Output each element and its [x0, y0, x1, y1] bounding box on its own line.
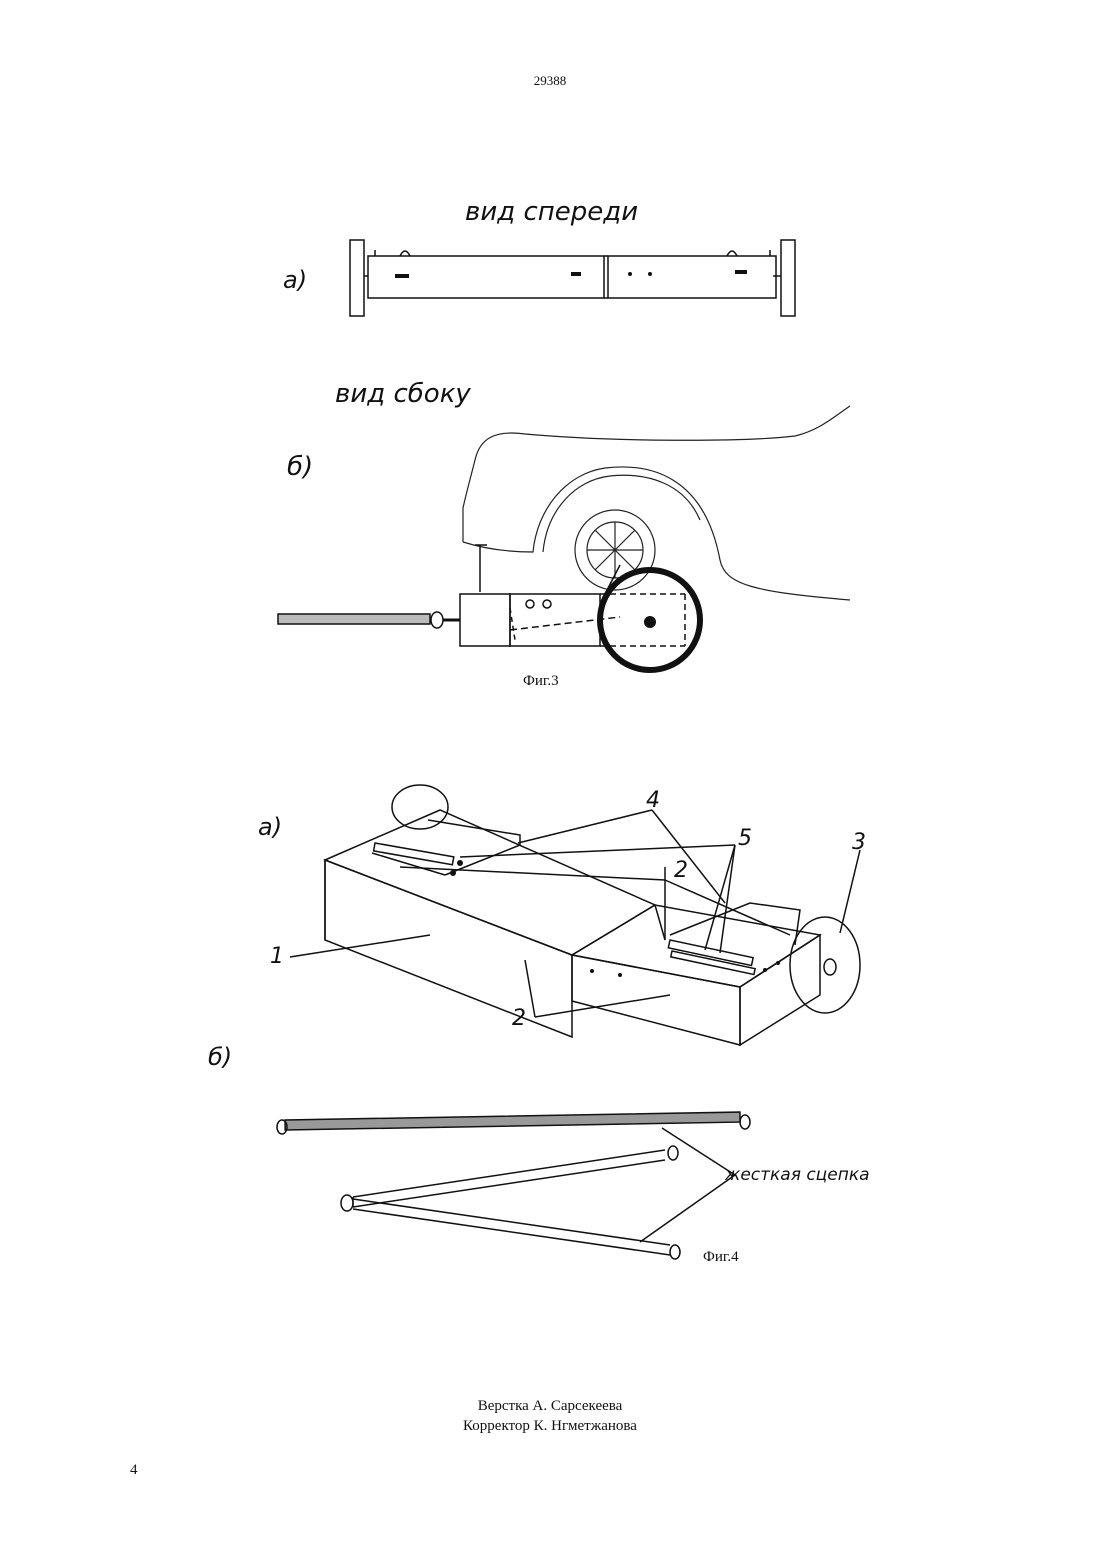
- figure-4: а): [200, 775, 925, 1270]
- side-view-drawing: [278, 545, 685, 646]
- callout-1: 1: [270, 944, 284, 969]
- fig3-part-a-label: а): [283, 266, 307, 294]
- dolly-isometric-drawing: [290, 785, 860, 1045]
- document-number: 29388: [0, 73, 1100, 89]
- callout-2-upper: 2: [674, 858, 688, 883]
- fig4-caption: Фиг.4: [703, 1249, 739, 1265]
- callout-4: 4: [646, 788, 660, 813]
- fig4-part-a-label: а): [258, 813, 282, 841]
- figure-3: вид спереди а) вид сбоку б): [275, 180, 855, 700]
- page-number: 4: [130, 1462, 138, 1479]
- rigid-hitch-drawing: [277, 1112, 750, 1259]
- side-view-label: вид сбоку: [335, 379, 471, 409]
- fig4-part-b-label: б): [208, 1043, 232, 1071]
- fig3-caption: Фиг.3: [523, 673, 559, 689]
- front-view-label: вид спереди: [465, 197, 638, 227]
- front-view-marks: [395, 270, 747, 278]
- callout-5: 5: [738, 826, 752, 851]
- tow-wheel-hub: [644, 616, 656, 628]
- callout-3: 3: [852, 830, 866, 855]
- callout-2-lower: 2: [512, 1006, 526, 1031]
- fig3-part-b-label: б): [287, 452, 313, 482]
- rigid-hitch-label: жесткая сцепка: [724, 1165, 870, 1185]
- layout-credit: Верстка А. Сарсекеева: [0, 1396, 1100, 1416]
- front-view-drawing: [350, 240, 795, 316]
- corrector-credit: Корректор К. Нгметжанова: [0, 1416, 1100, 1436]
